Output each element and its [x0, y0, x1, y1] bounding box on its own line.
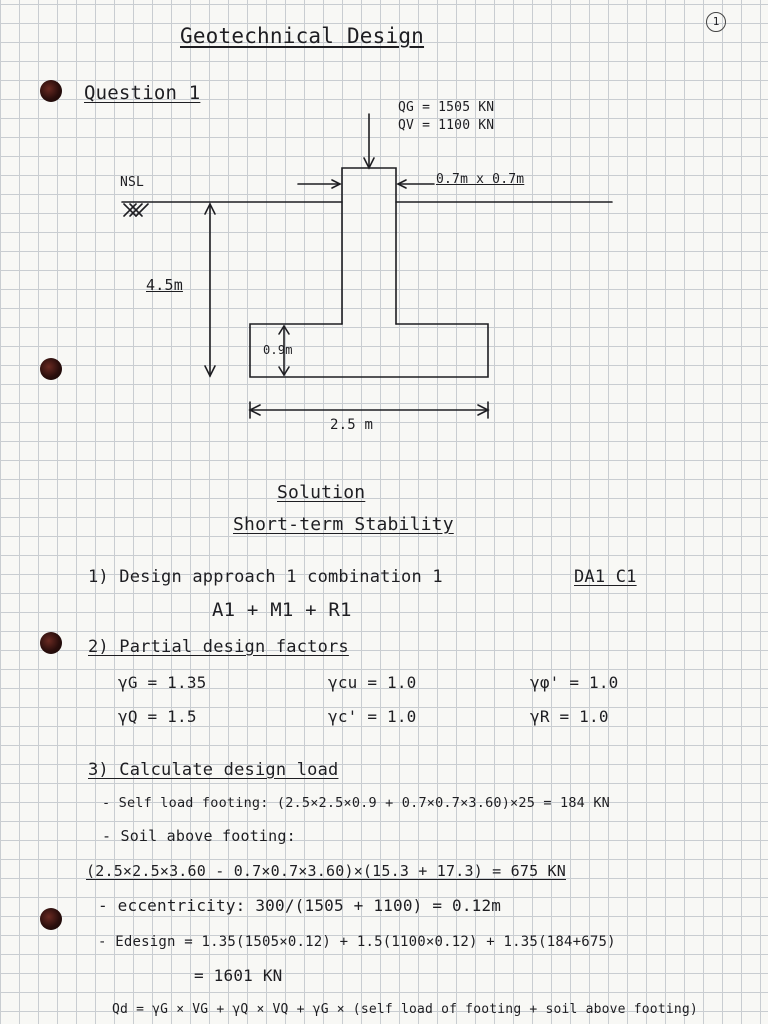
thickness-label: 0.9m	[263, 343, 293, 357]
solution-heading: Solution	[277, 482, 366, 503]
depth-label: 4.5m	[146, 276, 183, 294]
edesign-line: - Edesign = 1.35(1505×0.12) + 1.5(1100×0…	[98, 934, 616, 950]
binder-hole-2	[40, 358, 62, 380]
factor-gamma-r: γR = 1.0	[530, 707, 609, 726]
width-label: 2.5 m	[330, 417, 374, 433]
binder-hole-1	[40, 80, 62, 102]
soil-calc-line: (2.5×2.5×3.60 - 0.7×0.7×3.60)×(15.3 + 17…	[86, 862, 566, 880]
step1-label: 1) Design approach 1 combination 1	[88, 567, 443, 587]
factor-gamma-q: γQ = 1.5	[118, 707, 197, 726]
column-size-label: 0.7m x 0.7m	[436, 172, 525, 187]
self-load-line: - Self load footing: (2.5×2.5×0.9 + 0.7×…	[102, 795, 610, 811]
qd-line: Qd = γG × VG + γQ × VQ + γG × (self load…	[112, 1002, 698, 1017]
step1-tag: DA1 C1	[574, 567, 637, 587]
page-title: Geotechnical Design	[180, 24, 425, 48]
factor-gamma-phi: γφ' = 1.0	[530, 673, 619, 692]
question-heading: Question 1	[84, 82, 201, 104]
factor-gamma-g: γG = 1.35	[118, 673, 207, 692]
factor-gamma-c: γc' = 1.0	[328, 707, 417, 726]
eccentricity-line: - eccentricity: 300/(1505 + 1100) = 0.12…	[98, 896, 502, 915]
binder-hole-4	[40, 908, 62, 930]
load-qv-label: QV = 1100 KN	[398, 118, 495, 133]
step2-label: 2) Partial design factors	[88, 637, 349, 657]
edesign-result: = 1601 KN	[194, 966, 283, 985]
soil-above-line: - Soil above footing:	[102, 827, 296, 845]
factor-gamma-cu: γcu = 1.0	[328, 673, 417, 692]
step3-label: 3) Calculate design load	[88, 760, 339, 780]
nsl-label: NSL	[120, 175, 145, 190]
short-term-heading: Short-term Stability	[233, 514, 454, 535]
page-number: 1	[706, 12, 726, 32]
step1-combo: A1 + M1 + R1	[212, 599, 352, 621]
load-qg-label: QG = 1505 KN	[398, 100, 495, 115]
binder-hole-3	[40, 632, 62, 654]
